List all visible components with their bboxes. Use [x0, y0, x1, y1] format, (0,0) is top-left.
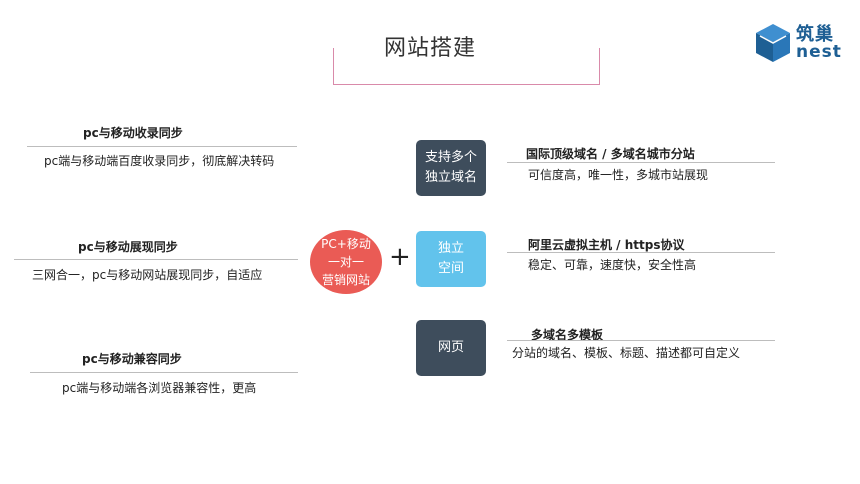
circle-line: PC+移动 [321, 237, 371, 251]
logo-text-cn: 筑巢 [796, 24, 834, 45]
feature-title: pc与移动兼容同步 [82, 352, 182, 366]
box-line: 独立 [437, 241, 464, 256]
feature-desc: pc端与移动端各浏览器兼容性，更高 [62, 381, 257, 395]
divider [507, 340, 775, 341]
divider [507, 252, 775, 253]
title-bracket [333, 48, 600, 85]
box-line: 支持多个 [424, 150, 477, 165]
plus-sign: + [389, 242, 411, 272]
page-title: 网站搭建 [383, 36, 476, 61]
divider [27, 146, 297, 147]
feature-desc: 可信度高，唯一性，多城市站展现 [528, 168, 709, 182]
divider [14, 259, 298, 260]
box-line: 网页 [437, 340, 464, 355]
feature-desc: 分站的域名、模板、标题、描述都可自定义 [512, 346, 741, 360]
circle-line: 营销网站 [321, 273, 370, 287]
feature-title: 国际顶级域名 / 多域名城市分站 [526, 147, 695, 161]
divider [507, 162, 775, 163]
feature-title: 阿里云虚拟主机 / https协议 [528, 238, 685, 252]
logo: 筑巢 nest [754, 20, 849, 68]
box-line: 独立域名 [424, 170, 477, 185]
feature-title: pc与移动展现同步 [78, 240, 178, 254]
box-line: 空间 [437, 261, 464, 276]
feature-title: 多域名多模板 [531, 328, 604, 342]
feature-box: 独立 空间 [416, 231, 486, 287]
center-circle: PC+移动 一对一 营销网站 [310, 230, 382, 294]
feature-desc: pc端与移动端百度收录同步，彻底解决转码 [44, 154, 275, 168]
feature-title: pc与移动收录同步 [83, 126, 183, 140]
feature-desc: 稳定、可靠，速度快，安全性高 [528, 258, 697, 272]
feature-desc: 三网合一，pc与移动网站展现同步，自适应 [32, 268, 263, 282]
circle-line: 一对一 [327, 255, 364, 269]
divider [30, 372, 298, 373]
cube-logo-icon [756, 24, 790, 62]
feature-box: 网页 [416, 320, 486, 376]
logo-text-en: nest [796, 42, 842, 62]
feature-box: 支持多个 独立域名 [416, 140, 486, 196]
